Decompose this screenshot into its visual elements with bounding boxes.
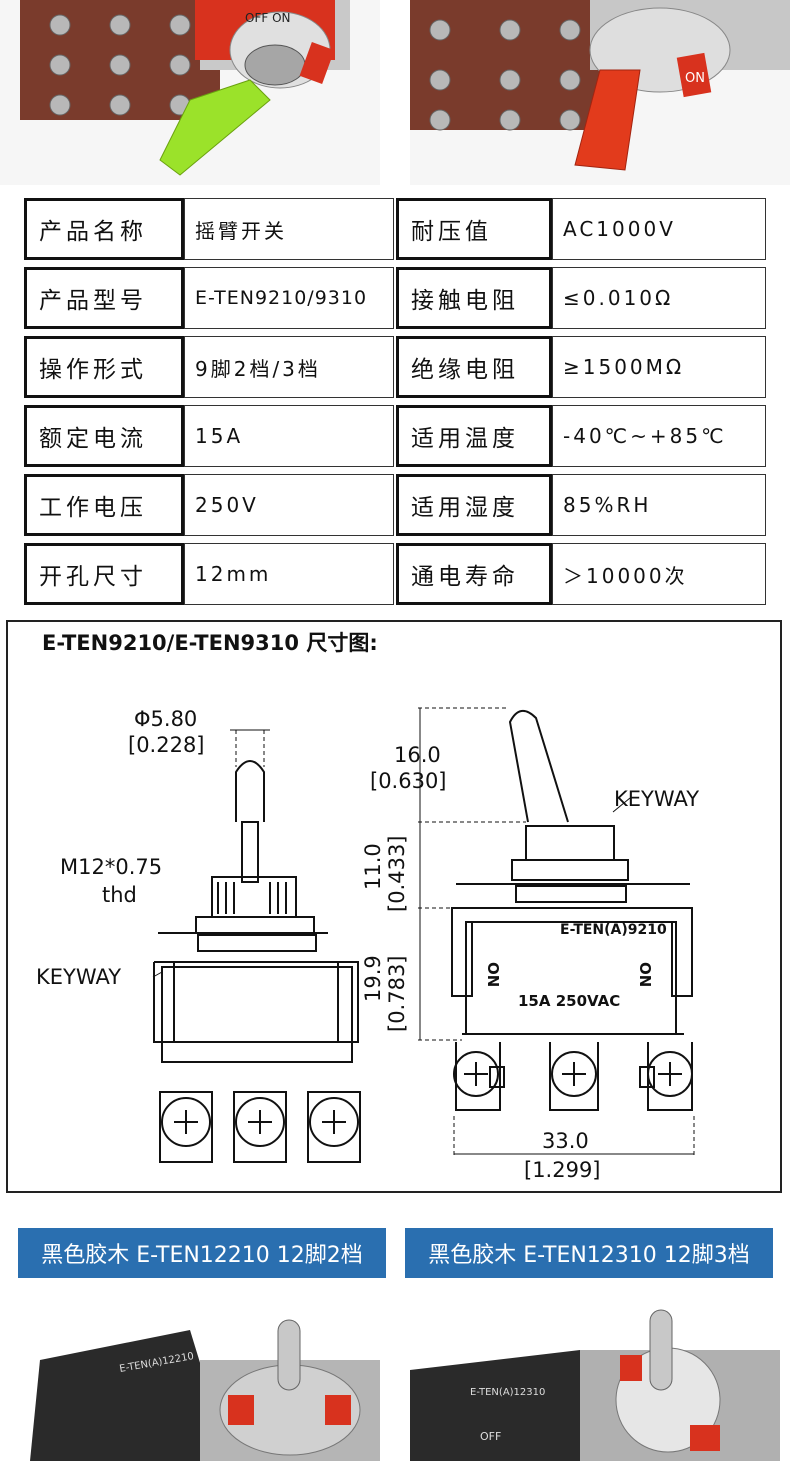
body-label-right: E-TEN(A)12310 xyxy=(470,1387,545,1398)
on-label-right: ON xyxy=(636,962,654,987)
dia-in-label: [0.228] xyxy=(128,733,205,757)
black-switch-illustration-right: E-TEN(A)12310 OFF xyxy=(410,1300,790,1461)
dia-mm-label: Φ5.80 xyxy=(134,707,197,731)
spec-label-left: 工作电压 xyxy=(24,474,184,536)
photo-red-lever-switch: ON xyxy=(410,0,790,185)
spec-label-left: 额定电流 xyxy=(24,405,184,467)
body-model-label: E-TEN(A)9210 xyxy=(560,922,667,938)
spec-label-right: 适用温度 xyxy=(396,405,552,467)
spec-value-right: AC1000V xyxy=(552,198,766,260)
spec-value-right: -40℃~+85℃ xyxy=(552,405,766,467)
photo-plate-label-right: ON xyxy=(685,71,705,86)
spec-value-right: 85%RH xyxy=(552,474,766,536)
on-label-left: ON xyxy=(484,962,502,987)
red-lever-switch-illustration: ON xyxy=(410,0,790,185)
spec-value-right: ＞10000次 xyxy=(552,543,766,605)
banner-12310: 黑色胶木 E-TEN12310 12脚3档 xyxy=(405,1228,773,1278)
photo-plate-label: OFF ON xyxy=(245,11,291,25)
photo-black-12pin-3pos: E-TEN(A)12310 OFF xyxy=(410,1300,790,1461)
spec-value-left: E-TEN9210/9310 xyxy=(184,267,394,329)
black-switch-illustration-left: E-TEN(A)12210 xyxy=(0,1300,390,1461)
spec-row: 操作形式 9脚2档/3档 绝缘电阻 ≥1500MΩ xyxy=(24,336,766,398)
spec-label-left: 产品名称 xyxy=(24,198,184,260)
spec-label-left: 开孔尺寸 xyxy=(24,543,184,605)
spec-row: 产品名称 摇臂开关 耐压值 AC1000V xyxy=(24,198,766,260)
h3-mm-label: 19.9 xyxy=(361,955,385,1002)
width-in-label: [1.299] xyxy=(524,1158,601,1182)
spec-value-left: 12mm xyxy=(184,543,394,605)
rating-label: 15A 250VAC xyxy=(518,992,620,1010)
banner-12210: 黑色胶木 E-TEN12210 12脚2档 xyxy=(18,1228,386,1278)
spec-label-right: 适用湿度 xyxy=(396,474,552,536)
spec-row: 开孔尺寸 12mm 通电寿命 ＞10000次 xyxy=(24,543,766,605)
spec-label-left: 产品型号 xyxy=(24,267,184,329)
spec-value-left: 250V xyxy=(184,474,394,536)
photo-green-lever-switch: OFF ON xyxy=(0,0,380,185)
thread-sub-label: thd xyxy=(102,883,137,907)
width-mm-label: 33.0 xyxy=(542,1129,589,1153)
spec-label-right: 绝缘电阻 xyxy=(396,336,552,398)
green-lever-switch-illustration: OFF ON xyxy=(0,0,380,185)
h3-in-label: [0.783] xyxy=(385,955,409,1032)
diagram-title: E-TEN9210/E-TEN9310 尺寸图: xyxy=(42,631,378,655)
h2-mm-label: 11.0 xyxy=(361,843,385,890)
spec-label-right: 通电寿命 xyxy=(396,543,552,605)
keyway-label-right: KEYWAY xyxy=(614,787,699,811)
dimension-diagram: E-TEN9210/E-TEN9310 尺寸图: xyxy=(6,620,782,1193)
photo-black-12pin-2pos: E-TEN(A)12210 xyxy=(0,1300,390,1461)
spec-label-right: 接触电阻 xyxy=(396,267,552,329)
spec-row: 产品型号 E-TEN9210/9310 接触电阻 ≤0.010Ω xyxy=(24,267,766,329)
h2-in-label: [0.433] xyxy=(385,835,409,912)
right-view xyxy=(418,707,695,1158)
spec-label-right: 耐压值 xyxy=(396,198,552,260)
left-view xyxy=(152,729,361,1163)
dimension-drawing: E-TEN9210/E-TEN9310 尺寸图: xyxy=(36,631,699,1182)
spec-value-right: ≤0.010Ω xyxy=(552,267,766,329)
spec-row: 额定电流 15A 适用温度 -40℃~+85℃ xyxy=(24,405,766,467)
spec-value-right: ≥1500MΩ xyxy=(552,336,766,398)
off-label: OFF xyxy=(480,1430,501,1443)
spec-value-left: 9脚2档/3档 xyxy=(184,336,394,398)
spec-value-left: 摇臂开关 xyxy=(184,198,394,260)
keyway-label-left: KEYWAY xyxy=(36,965,121,989)
spec-value-left: 15A xyxy=(184,405,394,467)
spec-label-left: 操作形式 xyxy=(24,336,184,398)
h1-mm-label: 16.0 xyxy=(394,743,441,767)
thread-label: M12*0.75 xyxy=(60,855,162,879)
spec-row: 工作电压 250V 适用湿度 85%RH xyxy=(24,474,766,536)
h1-in-label: [0.630] xyxy=(370,769,447,793)
